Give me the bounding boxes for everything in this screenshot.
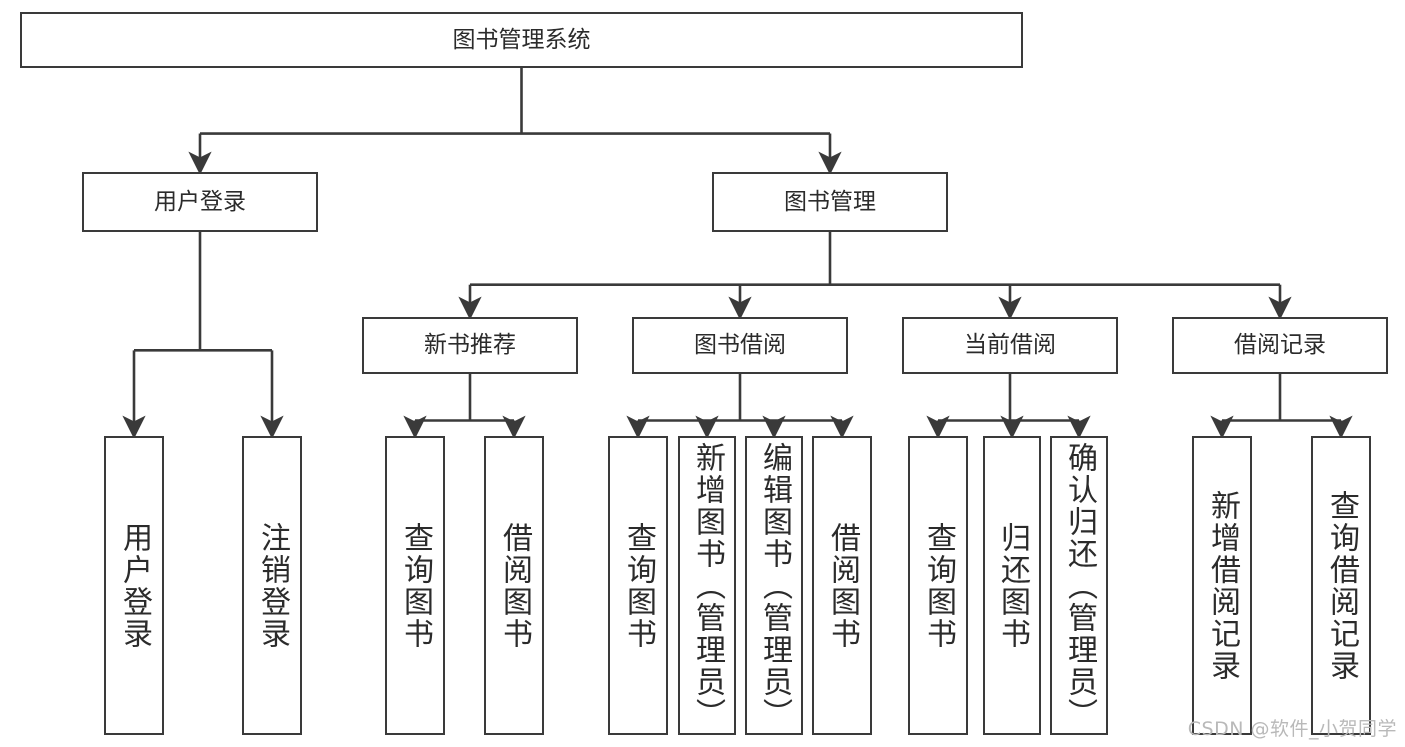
node-label-leaf-edit-book-admin: 编辑图书（管理员） [757,441,792,730]
node-label-leaf-borrow-book-1: 借阅图书 [497,521,532,650]
node-book-manage[interactable]: 图书管理 [712,172,948,232]
node-label-leaf-borrow-book-2: 借阅图书 [825,521,860,650]
node-label-book-borrow: 图书借阅 [694,332,786,359]
node-leaf-add-borrow-record[interactable]: 新增借阅记录 [1192,436,1252,735]
node-label-current-borrow: 当前借阅 [964,332,1056,359]
node-label-leaf-query-book-3: 查询图书 [921,521,956,650]
node-label-leaf-query-book-2: 查询图书 [621,521,656,650]
node-label-leaf-add-borrow-record: 新增借阅记录 [1205,489,1240,682]
node-leaf-query-book-1[interactable]: 查询图书 [385,436,445,735]
node-book-borrow[interactable]: 图书借阅 [632,317,848,374]
node-user-login[interactable]: 用户登录 [82,172,318,232]
node-label-user-login: 用户登录 [154,188,246,215]
node-label-root: 图书管理系统 [452,26,591,53]
node-label-leaf-confirm-return-admin: 确认归还（管理员） [1062,441,1097,730]
node-leaf-return-book[interactable]: 归还图书 [983,436,1041,735]
node-leaf-confirm-return-admin[interactable]: 确认归还（管理员） [1050,436,1108,735]
node-current-borrow[interactable]: 当前借阅 [902,317,1118,374]
node-leaf-user-login[interactable]: 用户登录 [104,436,164,735]
node-label-leaf-return-book: 归还图书 [995,521,1030,650]
node-root[interactable]: 图书管理系统 [20,12,1023,68]
watermark-text: CSDN @软件_小贺同学 [1187,718,1397,740]
node-label-leaf-user-logout: 注销登录 [255,521,290,650]
node-leaf-query-book-2[interactable]: 查询图书 [608,436,668,735]
node-borrow-record[interactable]: 借阅记录 [1172,317,1388,374]
node-label-leaf-query-borrow-record: 查询借阅记录 [1324,489,1359,682]
node-leaf-borrow-book-2[interactable]: 借阅图书 [812,436,872,735]
node-leaf-user-logout[interactable]: 注销登录 [242,436,302,735]
node-new-book-recommend[interactable]: 新书推荐 [362,317,578,374]
node-leaf-query-borrow-record[interactable]: 查询借阅记录 [1311,436,1371,735]
node-label-new-book-recommend: 新书推荐 [424,332,516,359]
node-leaf-add-book-admin[interactable]: 新增图书（管理员） [678,436,736,735]
node-label-leaf-user-login: 用户登录 [117,521,152,650]
node-label-leaf-add-book-admin: 新增图书（管理员） [690,441,725,730]
node-label-leaf-query-book-1: 查询图书 [398,521,433,650]
node-leaf-borrow-book-1[interactable]: 借阅图书 [484,436,544,735]
node-leaf-edit-book-admin[interactable]: 编辑图书（管理员） [745,436,803,735]
node-leaf-query-book-3[interactable]: 查询图书 [908,436,968,735]
node-label-borrow-record: 借阅记录 [1234,332,1326,359]
node-label-book-manage: 图书管理 [784,188,876,215]
